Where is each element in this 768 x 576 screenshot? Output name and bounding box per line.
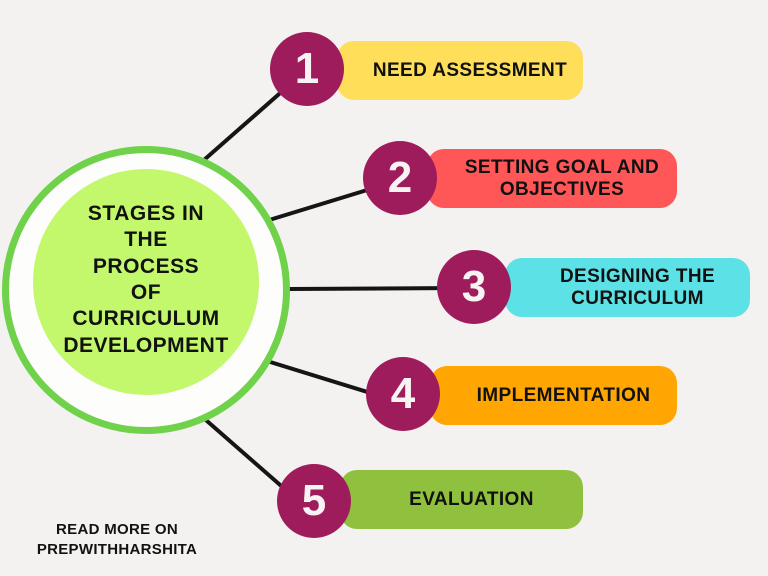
center-title: STAGES IN THE PROCESS OF CURRICULUM DEVE…: [63, 201, 228, 364]
center-title-line: PROCESS: [92, 254, 200, 278]
footer-credit-line2: PREPWITHHARSHITA: [36, 540, 198, 558]
stage-number-1: 1: [294, 44, 320, 93]
stage-bar-3: DESIGNING THE CURRICULUM: [505, 258, 750, 317]
connector-line-1: [194, 78, 297, 169]
stage-number-badge-2: 2: [363, 141, 437, 215]
stage-label-4: IMPLEMENTATION: [476, 384, 651, 406]
footer-credit-line1: READ MORE ON: [56, 521, 178, 538]
footer-credit: READ MORE ON PREPWITHHARSHITA: [8, 520, 226, 559]
connector-line-5: [197, 412, 297, 500]
stage-number-badge-4: 4: [366, 357, 440, 431]
stage-label-5: EVALUATION: [409, 488, 534, 510]
stage-number-badge-5: 5: [277, 464, 351, 538]
stage-label-1: NEED ASSESSMENT: [372, 59, 568, 81]
center-title-line: CURRICULUM: [72, 307, 220, 331]
stage-label-3: DESIGNING THE CURRICULUM: [559, 266, 716, 309]
center-title-line: STAGES IN: [87, 201, 205, 225]
stage-bar-5: EVALUATION: [340, 470, 583, 529]
stage-number-2: 2: [387, 153, 413, 202]
center-circle-fill: STAGES IN THE PROCESS OF CURRICULUM DEVE…: [33, 169, 259, 395]
stage-bar-2: SETTING GOAL AND OBJECTIVES: [427, 149, 677, 208]
stage-number-badge-3: 3: [437, 250, 511, 324]
center-circle: STAGES IN THE PROCESS OF CURRICULUM DEVE…: [2, 146, 290, 434]
center-title-line: THE: [124, 228, 168, 252]
connector-line-3: [287, 286, 462, 291]
center-title-line: DEVELOPMENT: [63, 333, 229, 357]
stage-number-4: 4: [390, 369, 416, 418]
stage-number-badge-1: 1: [270, 32, 344, 106]
stage-number-3: 3: [461, 262, 487, 311]
stage-label-2: SETTING GOAL AND OBJECTIVES: [464, 157, 660, 200]
center-title-line: OF: [130, 281, 162, 304]
stage-number-5: 5: [301, 476, 327, 525]
stage-bar-1: NEED ASSESSMENT: [337, 41, 583, 100]
stage-bar-4: IMPLEMENTATION: [430, 366, 677, 425]
